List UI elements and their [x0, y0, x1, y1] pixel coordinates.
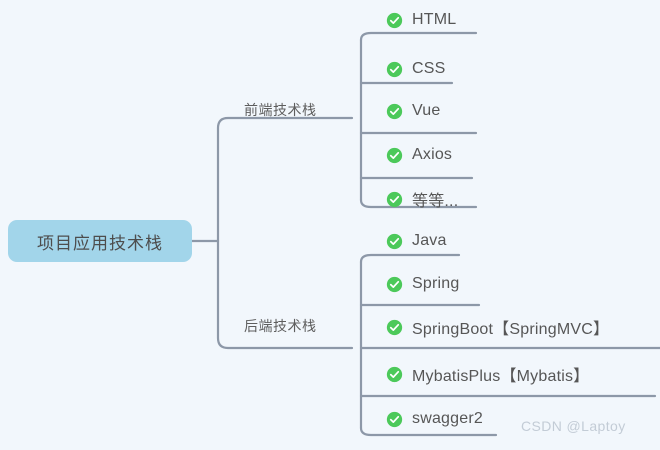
- leaf-node[interactable]: Java: [386, 228, 447, 254]
- leaf-label: Java: [412, 232, 447, 249]
- leaf-label: Axios: [412, 146, 453, 163]
- spine-to-backend: [216, 239, 354, 350]
- root-node[interactable]: 项目应用技术栈: [8, 220, 192, 262]
- frontend-leaf-line-5: [359, 198, 478, 209]
- leaf-label: MybatisPlus【Mybatis】: [412, 368, 590, 385]
- check-circle-icon: [386, 191, 403, 207]
- leaf-node[interactable]: MybatisPlus【Mybatis】: [386, 361, 589, 387]
- backend-leaf-line-5: [359, 426, 498, 437]
- check-circle-icon: [386, 319, 403, 335]
- leaf-node[interactable]: swagger2: [386, 406, 483, 432]
- check-circle-icon: [386, 366, 403, 382]
- branch-label-backend[interactable]: 后端技术栈: [244, 318, 317, 334]
- check-circle-icon: [386, 147, 403, 163]
- check-circle-icon: [386, 61, 403, 77]
- watermark-text: CSDN @Laptoy: [521, 418, 626, 434]
- check-circle-icon: [386, 411, 403, 427]
- spine-to-frontend: [216, 116, 354, 243]
- leaf-node[interactable]: SpringBoot【SpringMVC】: [386, 314, 609, 340]
- check-circle-icon: [386, 12, 403, 28]
- leaf-node[interactable]: HTML: [386, 7, 456, 33]
- leaf-node[interactable]: Vue: [386, 98, 440, 124]
- leaf-label: 等等...: [412, 193, 459, 210]
- leaf-node[interactable]: 等等...: [386, 186, 458, 212]
- check-circle-icon: [386, 233, 403, 249]
- check-circle-icon: [386, 276, 403, 292]
- frontend-leaf-line-1: [359, 31, 478, 42]
- leaf-label: HTML: [412, 11, 457, 28]
- backend-leaf-line-1: [359, 253, 461, 264]
- leaf-node[interactable]: CSS: [386, 56, 446, 82]
- branch-label-frontend[interactable]: 前端技术栈: [244, 102, 317, 118]
- check-circle-icon: [386, 103, 403, 119]
- root-node-label: 项目应用技术栈: [37, 233, 163, 253]
- leaf-node[interactable]: Spring: [386, 271, 459, 297]
- leaf-label: SpringBoot【SpringMVC】: [412, 321, 610, 338]
- leaf-label: CSS: [412, 60, 446, 77]
- leaf-label: swagger2: [412, 410, 483, 427]
- leaf-node[interactable]: Axios: [386, 142, 452, 168]
- leaf-label: Spring: [412, 275, 460, 292]
- leaf-label: Vue: [412, 102, 441, 119]
